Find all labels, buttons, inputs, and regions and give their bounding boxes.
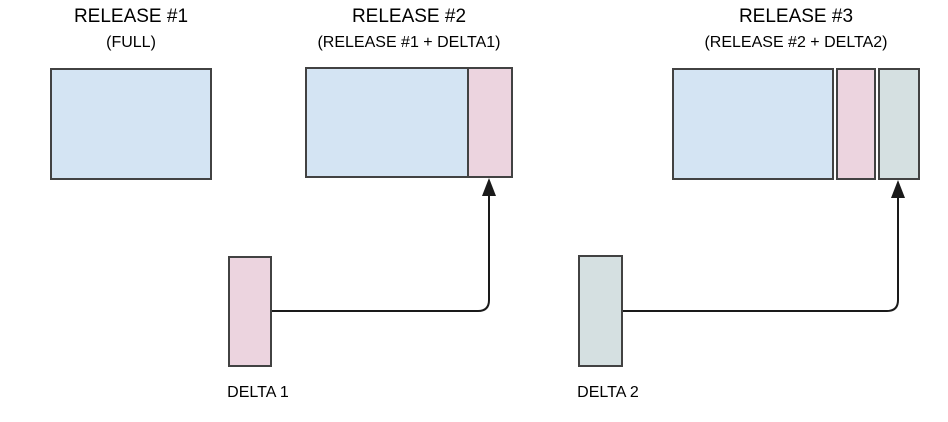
delta1-arrow [272, 178, 496, 312]
delta1-arrowhead-icon [482, 178, 496, 196]
delta1-box [228, 256, 272, 367]
delta1-label: DELTA 1 [227, 384, 289, 401]
release2-segment-full [307, 69, 467, 176]
release1-subtitle: (FULL) [106, 34, 156, 51]
release2-subtitle: (RELEASE #1 + DELTA1) [317, 34, 501, 51]
release2-title: RELEASE #2 [351, 6, 467, 27]
delta2-arrowhead-icon [891, 180, 905, 198]
release1-title: RELEASE #1 [73, 6, 189, 27]
delta2-arrow-line [623, 198, 899, 312]
release3-subtitle: (RELEASE #2 + DELTA2) [704, 34, 888, 51]
release2-box [305, 67, 513, 178]
delta2-label: DELTA 2 [577, 384, 639, 401]
release3-segment-delta1 [836, 68, 876, 180]
release3-segment-delta2 [878, 68, 920, 180]
release2-segment-delta1 [467, 69, 511, 176]
release3-title: RELEASE #3 [738, 6, 854, 27]
delta2-box [578, 255, 623, 367]
delta1-arrow-line [272, 196, 490, 312]
delta2-arrow [623, 180, 905, 312]
release3-box [672, 68, 920, 180]
release1-box-full [50, 68, 212, 180]
release3-segment-full [672, 68, 834, 180]
